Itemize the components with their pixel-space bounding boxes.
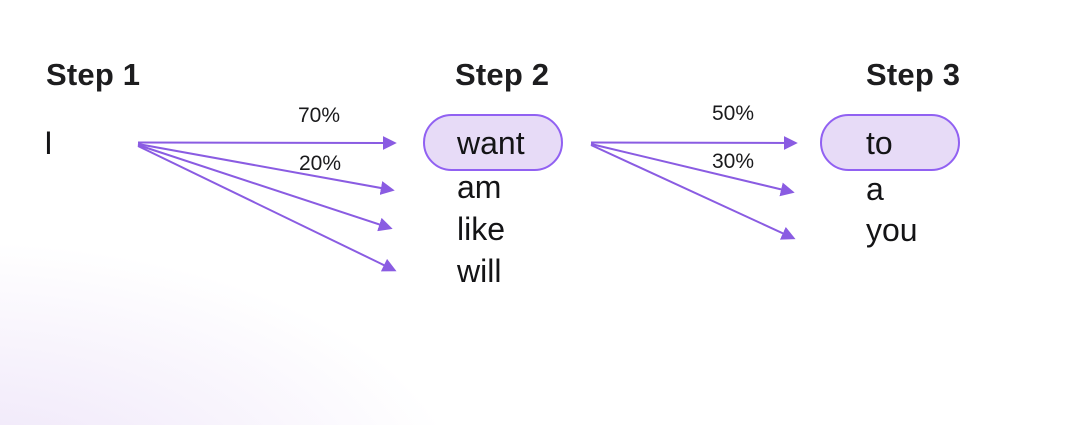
token-you: you xyxy=(866,212,918,248)
arrow-want-you xyxy=(590,144,796,240)
probability-label-want: 70% xyxy=(298,104,341,127)
arrow-i-like xyxy=(137,144,393,232)
selected-token-pill-to xyxy=(820,114,960,171)
arrow-i-will xyxy=(137,145,397,272)
step-1-heading: Step 1 xyxy=(46,57,141,92)
step-2-heading: Step 2 xyxy=(455,57,550,92)
token-like: like xyxy=(457,211,506,247)
probability-label-to: 50% xyxy=(712,102,755,125)
arrow-want-to xyxy=(590,135,798,150)
arrow-i-am xyxy=(137,143,395,195)
arrow-i-want xyxy=(137,135,397,150)
token-to: to xyxy=(866,125,893,161)
selected-token-pill-want xyxy=(423,114,563,171)
step-3-heading: Step 3 xyxy=(866,57,961,92)
probability-label-a: 30% xyxy=(712,150,755,173)
probability-label-am: 20% xyxy=(299,152,342,175)
arrow-want-a xyxy=(590,143,795,197)
token-a: a xyxy=(866,171,884,207)
token-will: will xyxy=(457,253,502,289)
token-am: am xyxy=(457,169,502,205)
token-want: want xyxy=(457,125,525,161)
token-i: I xyxy=(44,125,53,161)
